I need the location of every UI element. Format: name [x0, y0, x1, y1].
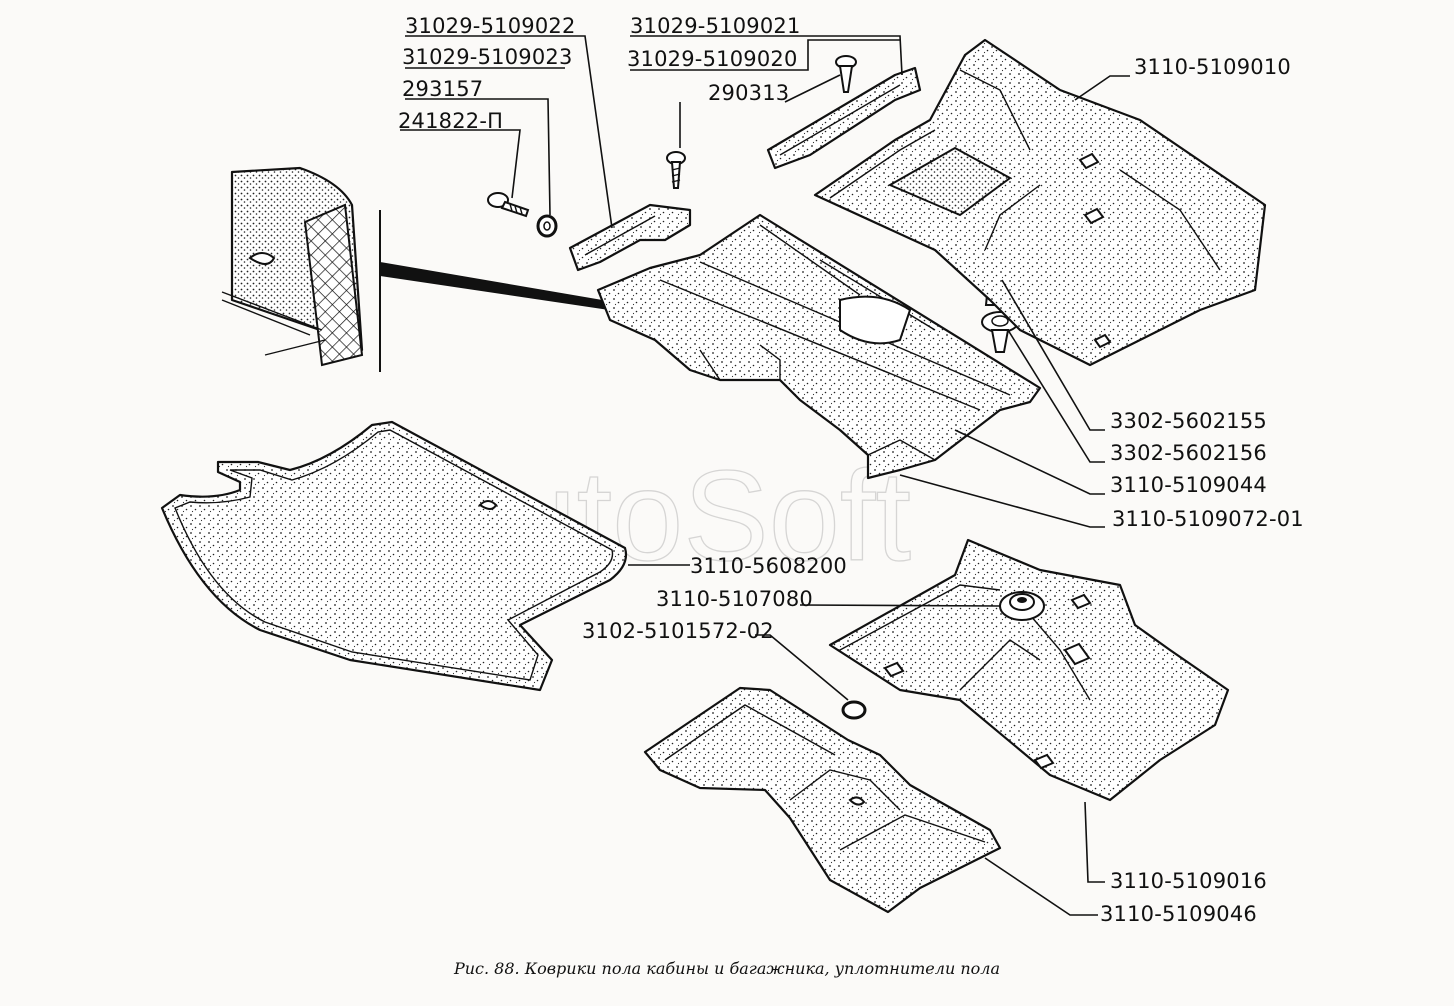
- label-3110-5109010: 3110-5109010: [1134, 55, 1291, 79]
- washer-293157: [536, 214, 558, 238]
- label-3110-5109072-01: 3110-5109072-01: [1112, 507, 1304, 531]
- label-3110-5109016: 3110-5109016: [1110, 869, 1267, 893]
- screw-241822: [487, 192, 530, 218]
- label-3302-5602155: 3302-5602155: [1110, 409, 1267, 433]
- screw-31029-5109020: [835, 55, 857, 93]
- mat-3110-5109046: [643, 686, 1002, 914]
- label-293157: 293157: [402, 77, 483, 101]
- seal-strip-left: [568, 203, 692, 272]
- detail-inset: [221, 166, 690, 372]
- seal-strip-right: [766, 66, 922, 170]
- screw-290313: [666, 151, 686, 189]
- plug-3102-5101572-02: [841, 700, 867, 720]
- label-3110-5109044: 3110-5109044: [1110, 473, 1267, 497]
- label-3110-5608200: 3110-5608200: [690, 554, 847, 578]
- body-floor: [596, 213, 1042, 480]
- label-3110-5107080: 3110-5107080: [656, 587, 813, 611]
- mat-3110-5109010: [813, 38, 1267, 367]
- label-31029-5109021: 31029-5109021: [630, 14, 801, 38]
- trunk-mat: [160, 420, 628, 692]
- label-31029-5109022: 31029-5109022: [405, 14, 576, 38]
- label-31029-5109020: 31029-5109020: [627, 47, 798, 71]
- leader-lines: [400, 35, 1130, 916]
- label-3102-5101572-02: 3102-5101572-02: [582, 619, 774, 643]
- label-31029-5109023: 31029-5109023: [402, 45, 573, 69]
- part-labels: 31029-5109022 31029-5109023 293157 24182…: [398, 14, 1304, 926]
- label-3302-5602156: 3302-5602156: [1110, 441, 1267, 465]
- grommet-3110-5107080: [999, 591, 1045, 621]
- label-3110-5109046: 3110-5109046: [1100, 902, 1257, 926]
- figure-caption: Рис. 88. Коврики пола кабины и багажника…: [453, 959, 1000, 978]
- label-241822-p: 241822-П: [398, 109, 503, 133]
- label-290313: 290313: [708, 81, 789, 105]
